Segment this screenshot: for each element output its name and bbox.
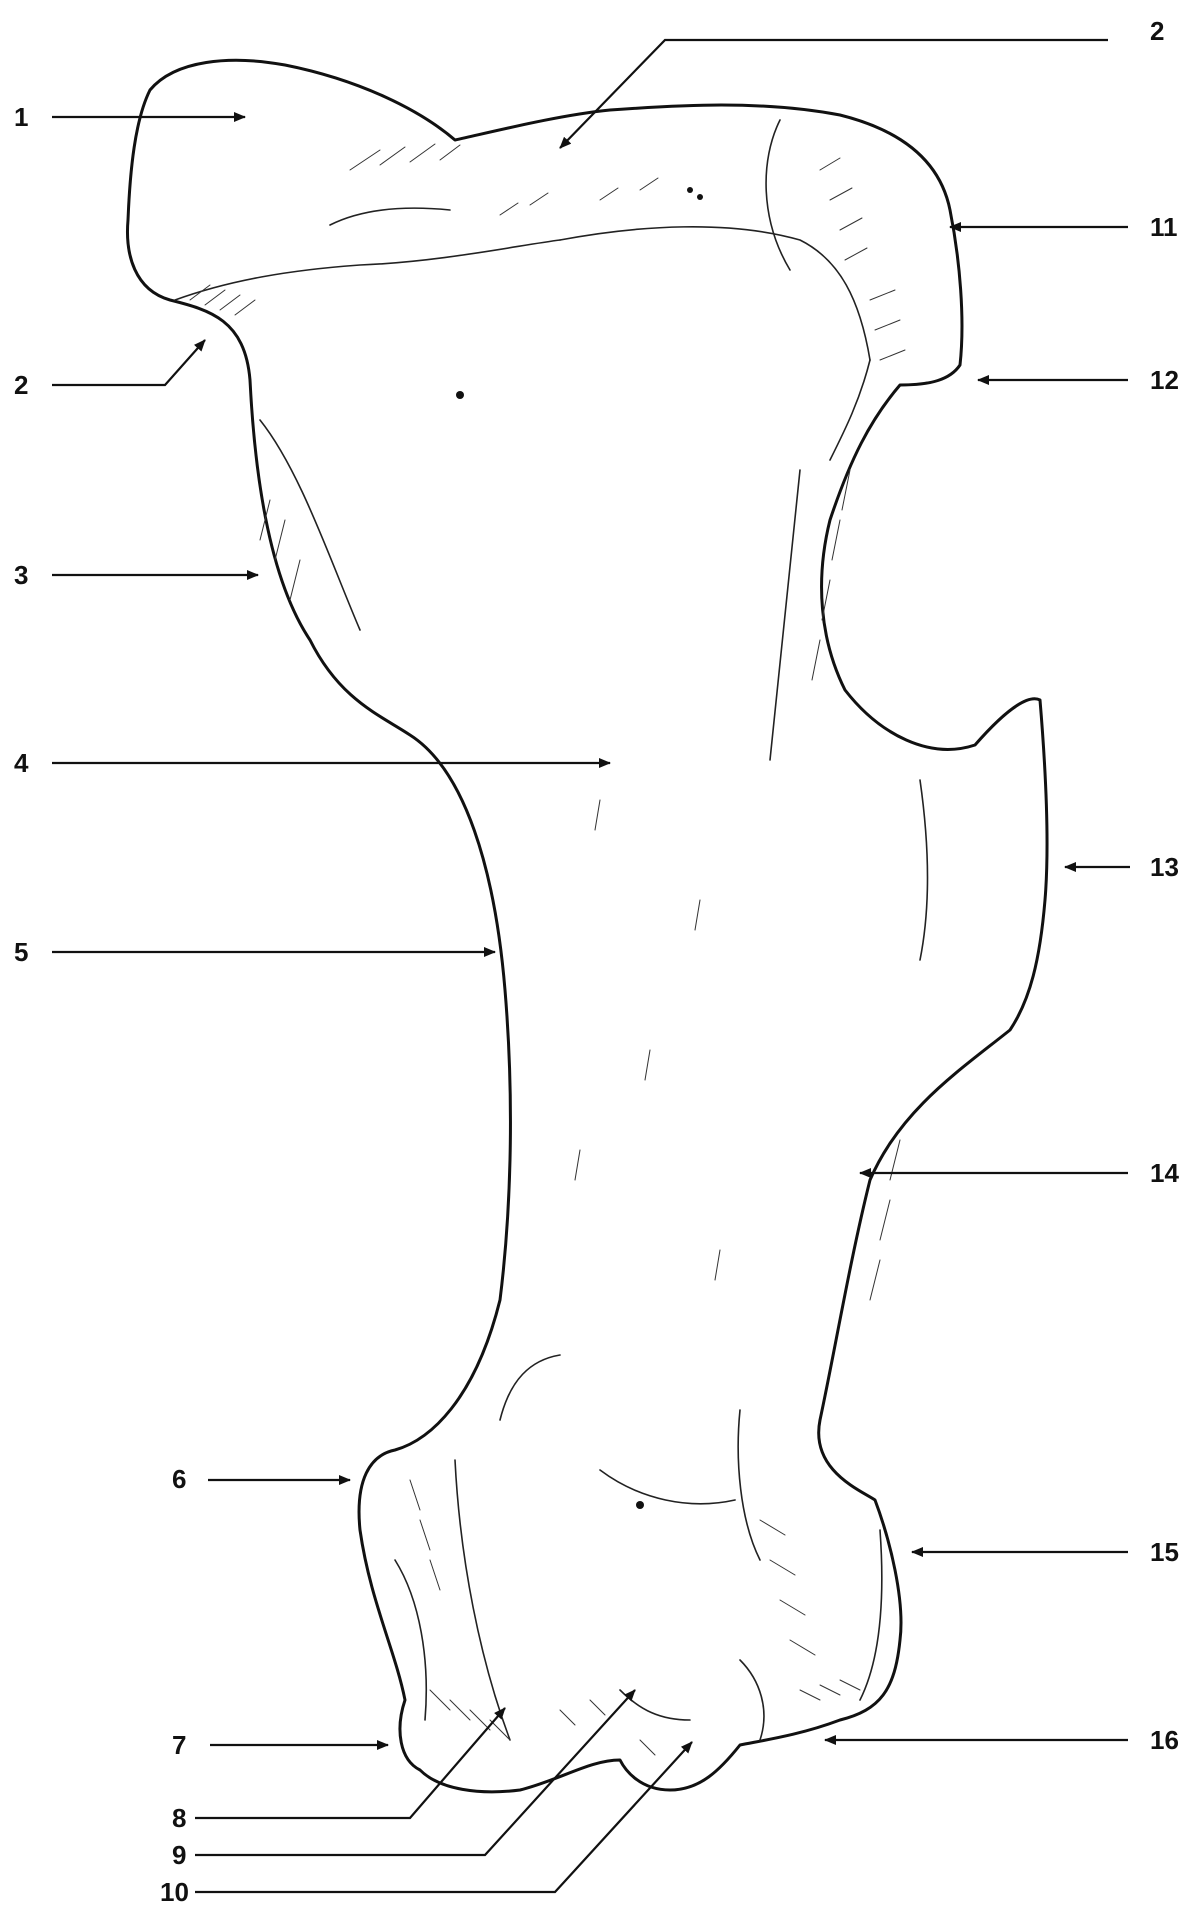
- label-16: 16: [1150, 1727, 1179, 1753]
- label-13: 13: [1150, 854, 1179, 880]
- label-2-top: 2: [1150, 18, 1164, 44]
- label-14: 14: [1150, 1160, 1179, 1186]
- label-1: 1: [14, 104, 28, 130]
- leader-2-left: [52, 340, 205, 385]
- label-8: 8: [172, 1805, 186, 1831]
- label-2-left: 2: [14, 372, 28, 398]
- label-6: 6: [172, 1466, 186, 1492]
- label-15: 15: [1150, 1539, 1179, 1565]
- label-7: 7: [172, 1732, 186, 1758]
- label-10: 10: [160, 1879, 189, 1905]
- bone-outline: [127, 60, 1047, 1791]
- label-4: 4: [14, 750, 28, 776]
- label-9: 9: [172, 1842, 186, 1868]
- label-12: 12: [1150, 367, 1179, 393]
- label-5: 5: [14, 939, 28, 965]
- label-3: 3: [14, 562, 28, 588]
- label-11: 11: [1150, 214, 1178, 240]
